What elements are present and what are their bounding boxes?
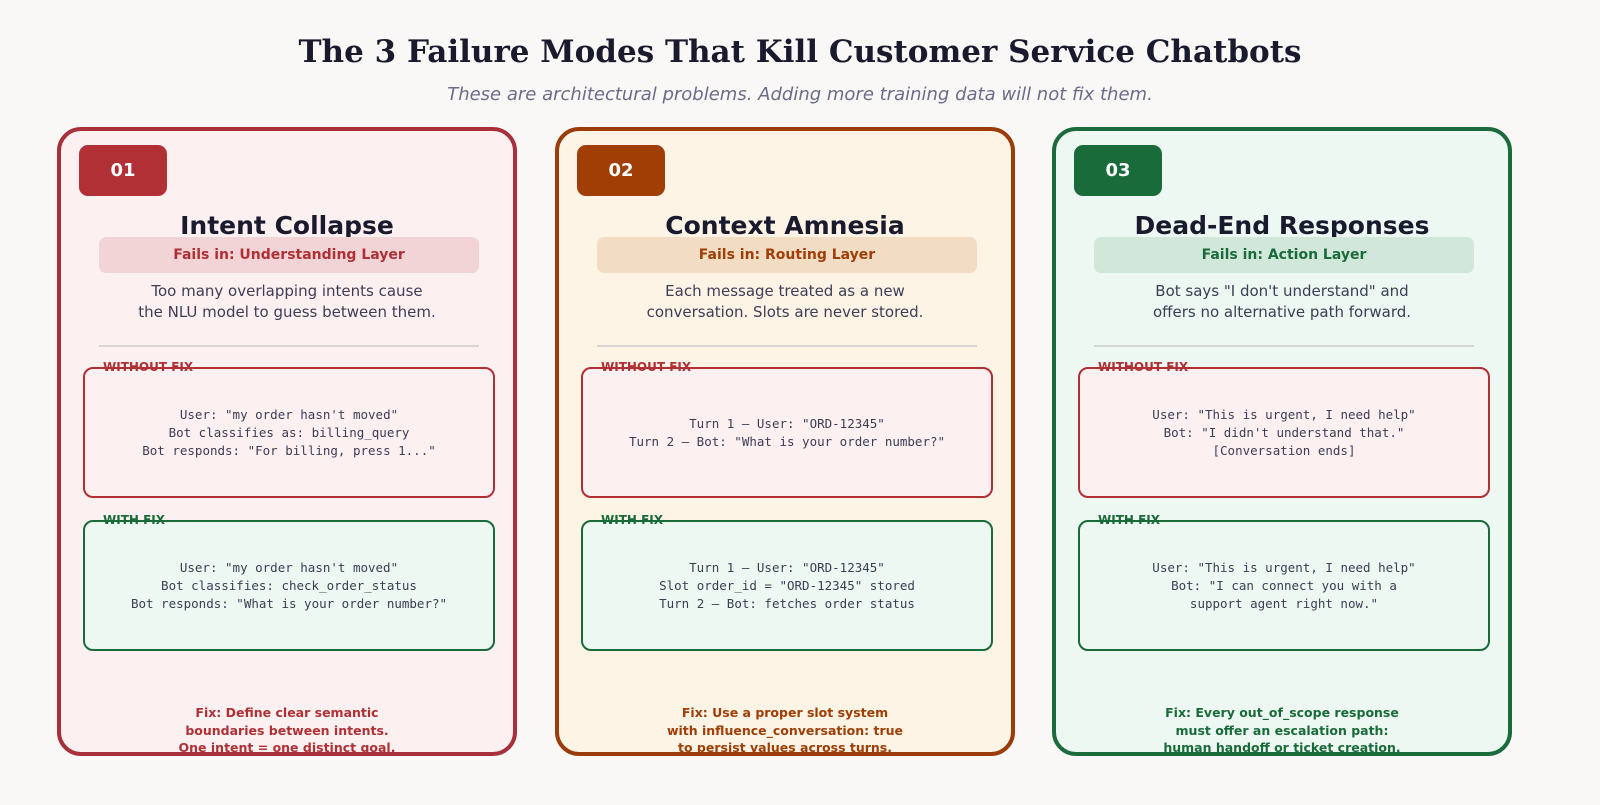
page-title: The 3 Failure Modes That Kill Customer S… [298,34,1302,70]
failure-layer-pill: Fails in: Understanding Layer [99,237,479,273]
page-subtitle: These are architectural problems. Adding… [447,84,1153,105]
failure-card-dead-end-responses: 03 Dead-End Responses Fails in: Action L… [1052,127,1512,756]
card-description: Too many overlapping intents cause the N… [138,282,436,321]
fix-note: Fix: Every out_of_scope response must of… [1163,705,1401,755]
card-divider [99,345,479,347]
card-description: Bot says "I don't understand" and offers… [1152,282,1412,321]
without-fix-label: WITHOUT FIX [601,360,692,374]
card-divider [1094,345,1474,347]
without-fix-example: User: "This is urgent, I need help" Bot:… [1078,367,1490,498]
card-number-badge: 02 [577,145,665,196]
card-number-badge: 03 [1074,145,1162,196]
failure-layer-pill: Fails in: Routing Layer [597,237,977,273]
without-fix-label: WITHOUT FIX [103,360,194,374]
failure-card-intent-collapse: 01 Intent Collapse Fails in: Understandi… [57,127,517,756]
card-number-badge: 01 [79,145,167,196]
failure-card-context-amnesia: 02 Context Amnesia Fails in: Routing Lay… [555,127,1015,756]
with-fix-example: User: "This is urgent, I need help" Bot:… [1078,520,1490,651]
failure-layer-pill: Fails in: Action Layer [1094,237,1474,273]
without-fix-example: User: "my order hasn't moved" Bot classi… [83,367,495,498]
with-fix-label: WITH FIX [1098,513,1161,527]
card-title: Intent Collapse [180,211,394,240]
fix-note: Fix: Define clear semantic boundaries be… [178,705,396,755]
card-title: Context Amnesia [665,211,905,240]
with-fix-label: WITH FIX [601,513,664,527]
card-description: Each message treated as a new conversati… [646,282,924,321]
card-divider [597,345,977,347]
with-fix-example: User: "my order hasn't moved" Bot classi… [83,520,495,651]
without-fix-example: Turn 1 — User: "ORD-12345" Turn 2 — Bot:… [581,367,993,498]
with-fix-label: WITH FIX [103,513,166,527]
fix-note: Fix: Use a proper slot system with influ… [666,705,904,755]
with-fix-example: Turn 1 — User: "ORD-12345" Slot order_id… [581,520,993,651]
without-fix-label: WITHOUT FIX [1098,360,1189,374]
card-title: Dead-End Responses [1134,211,1430,240]
